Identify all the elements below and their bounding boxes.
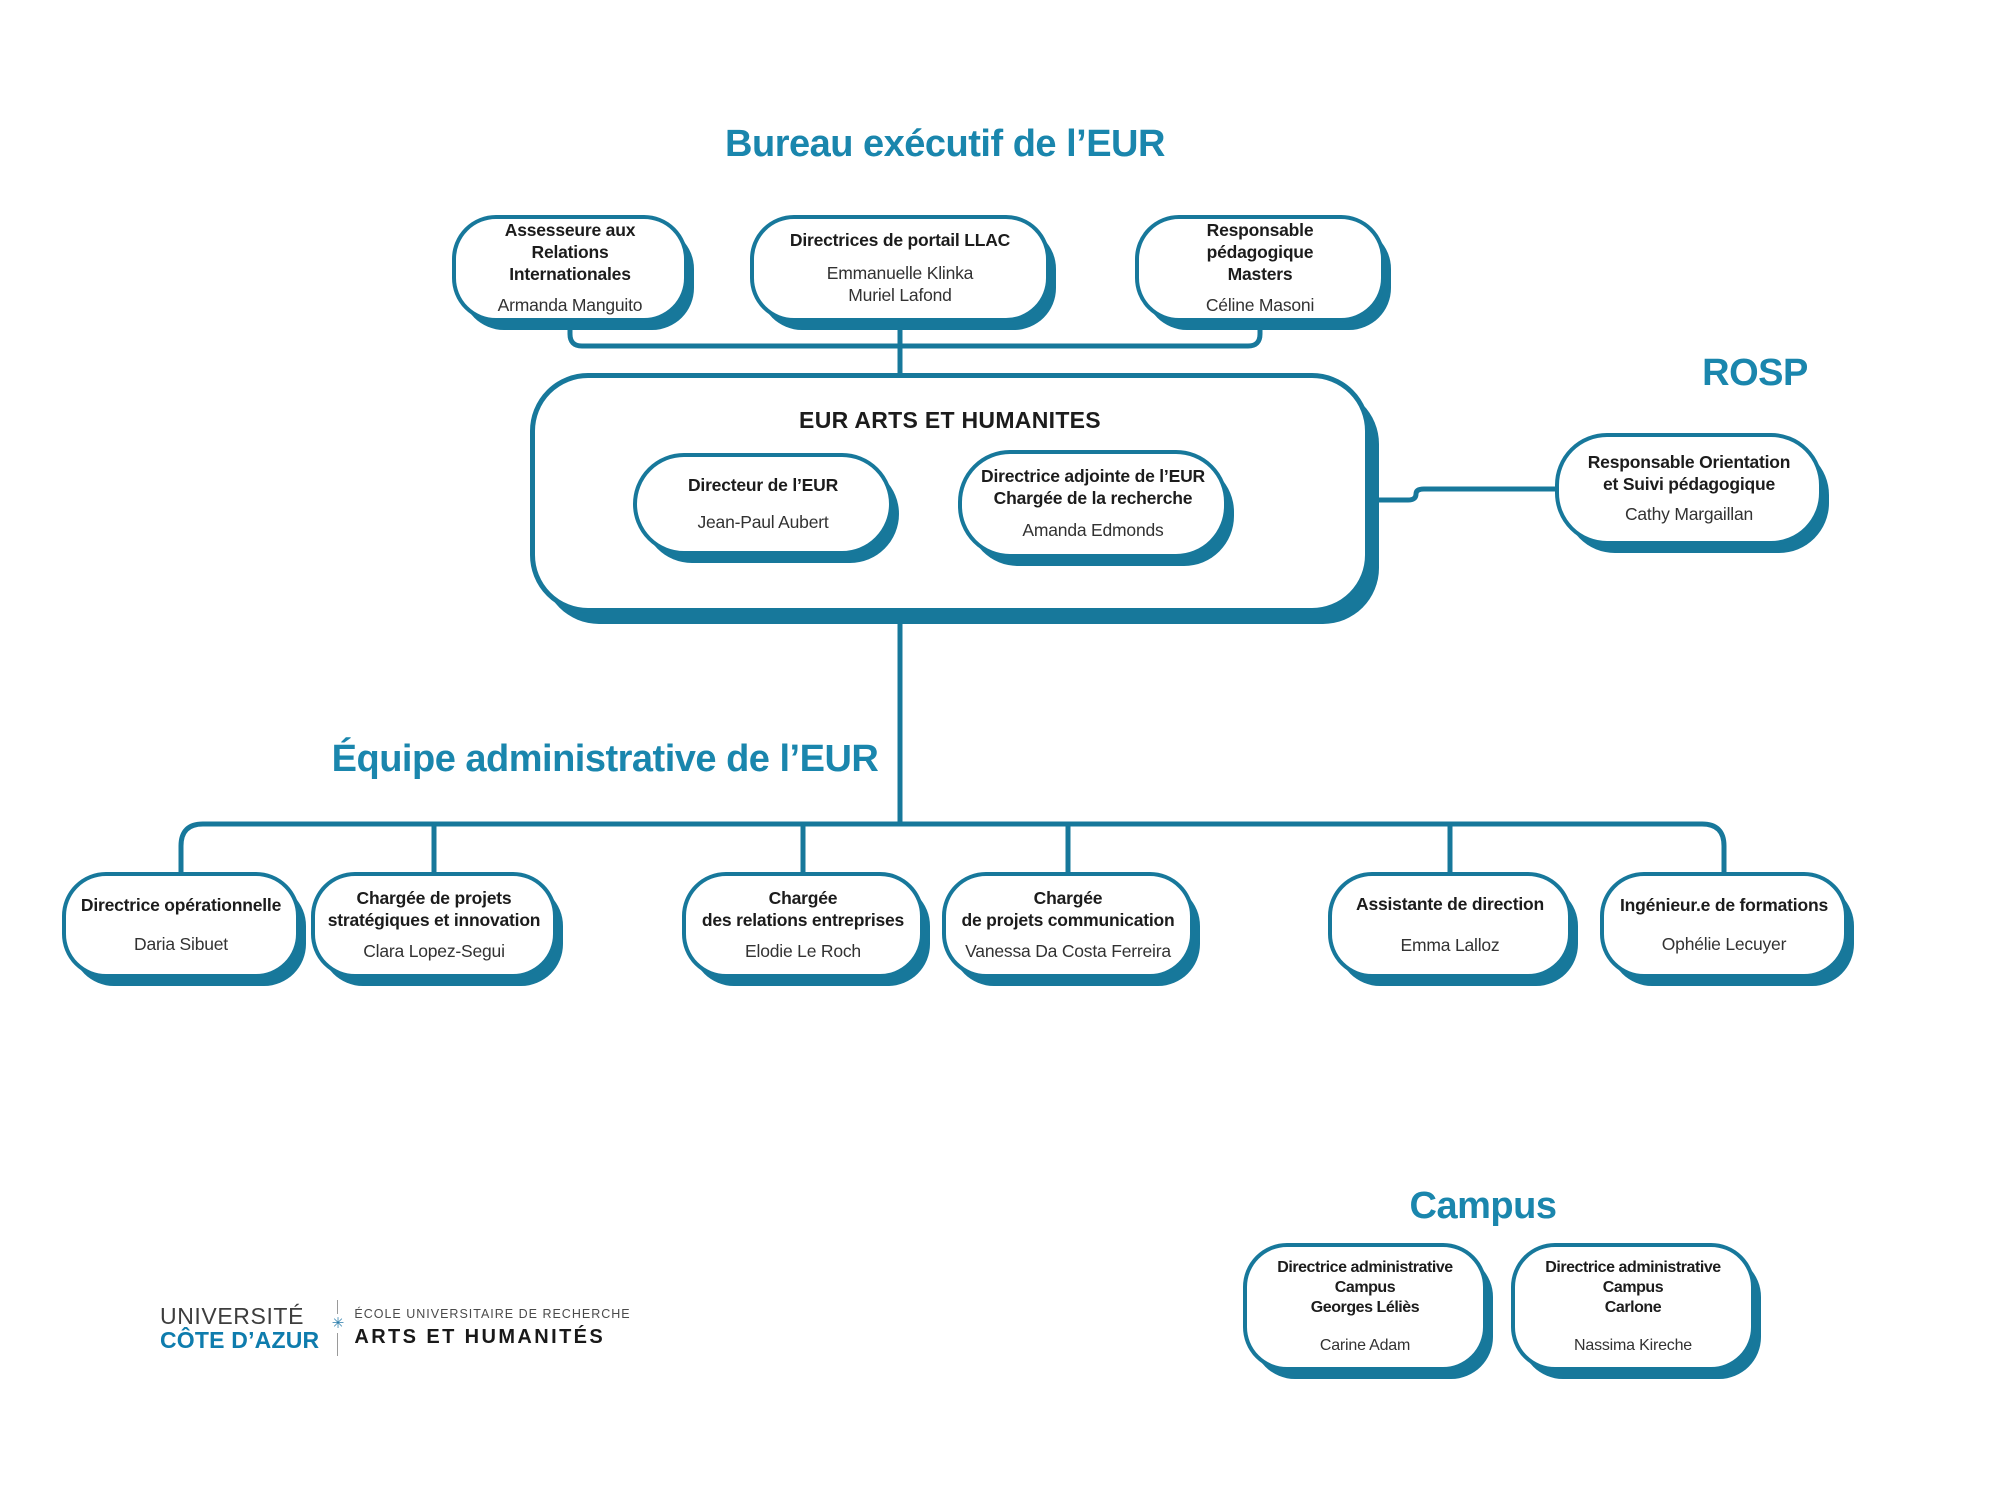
org-box-assistante-direction: Assistante de direction Emma Lalloz [1328, 872, 1572, 978]
logo-separator: ✳ [331, 1300, 345, 1356]
node-name: Ophélie Lecuyer [1661, 933, 1787, 954]
node-name: Nassima Kireche [1574, 1336, 1692, 1354]
node-title: Directrice adjointe de l’EUR Chargée de … [981, 466, 1205, 509]
node-title: Directeur de l’EUR [687, 474, 839, 495]
org-box-responsable-pedagogique-masters: Responsable pédagogique Masters Céline M… [1135, 215, 1385, 322]
node-title: Assistante de direction [1356, 893, 1544, 914]
section-title-bureau: Bureau exécutif de l’EUR [725, 123, 1165, 165]
connector-equipe-bus [178, 821, 1727, 874]
node-title: Ingénieur.e de formations [1620, 894, 1828, 915]
section-title-equipe: Équipe administrative de l’EUR [331, 738, 879, 780]
node-name: Emma Lalloz [1400, 934, 1500, 955]
node-title: Responsable pédagogique Masters [1206, 220, 1314, 285]
node-name: Amanda Edmonds [1022, 520, 1164, 540]
node-title: Directrice opérationnelle [80, 894, 282, 915]
org-box-chargee-projets-communication: Chargée de projets communication Vanessa… [942, 872, 1194, 978]
node-name: Jean-Paul Aubert [697, 511, 829, 532]
section-title-campus: Campus [1409, 1185, 1557, 1227]
org-box-chargee-projets-strategiques: Chargée de projets stratégiques et innov… [311, 872, 557, 978]
org-box-directrice-campus-georges-lelies: Directrice administrative Campus Georges… [1243, 1243, 1487, 1371]
university-logo: UNIVERSITÉ CÔTE D’AZUR ✳ ÉCOLE UNIVERSIT… [160, 1300, 631, 1356]
node-title: Responsable Orientation et Suivi pédagog… [1587, 452, 1791, 495]
eur-box-title: EUR ARTS ET HUMANITES [799, 407, 1101, 433]
org-box-directrices-portail-llac: Directrices de portail LLAC Emmanuelle K… [750, 215, 1050, 322]
node-title: Directrice administrative Campus Georges… [1277, 1258, 1453, 1316]
node-title: Directrices de portail LLAC [789, 229, 1011, 250]
connector-eur-to-rosp [1370, 486, 1558, 503]
logo-school-subtitle: ÉCOLE UNIVERSITAIRE DE RECHERCHE [354, 1307, 631, 1321]
org-box-assesseure-relations-internationales: Assesseure aux Relations Internationales… [452, 215, 688, 322]
org-box-ingenieur-formations: Ingénieur.e de formations Ophélie Lecuye… [1600, 872, 1848, 978]
node-name: Daria Sibuet [134, 933, 228, 954]
org-box-directrice-adjointe-eur: Directrice adjointe de l’EUR Chargée de … [958, 450, 1228, 558]
node-name: Vanessa Da Costa Ferreira [965, 940, 1171, 961]
logo-cote-dazur-text: CÔTE D’AZUR [160, 1327, 320, 1353]
logo-school-name: ÉCOLE UNIVERSITAIRE DE RECHERCHE ARTS ET… [354, 1307, 630, 1349]
starburst-icon: ✳ [331, 1314, 345, 1333]
node-name: Céline Masoni [1205, 294, 1315, 315]
section-title-rosp: ROSP [1702, 352, 1808, 394]
connector-bureau-bus [567, 320, 1263, 349]
org-box-directrice-operationnelle: Directrice opérationnelle Daria Sibuet [62, 872, 300, 978]
node-name: Cathy Margaillan [1624, 504, 1754, 524]
node-title: Chargée des relations entreprises [701, 887, 905, 930]
logo-school-title: ARTS ET HUMANITÉS [354, 1326, 606, 1348]
node-name: Elodie Le Roch [745, 940, 861, 961]
logo-universite-text: UNIVERSITÉ [160, 1302, 305, 1329]
org-box-directrice-campus-carlone: Directrice administrative Campus Carlone… [1511, 1243, 1755, 1371]
node-name: Emmanuelle Klinka Muriel Lafond [826, 262, 974, 306]
node-title: Chargée de projets communication [961, 887, 1175, 930]
node-name: Armanda Manguito [497, 294, 643, 315]
node-name: Clara Lopez-Segui [363, 940, 505, 961]
node-title: Assesseure aux Relations Internationales [504, 220, 636, 285]
org-box-responsable-orientation-suivi: Responsable Orientation et Suivi pédagog… [1555, 433, 1823, 545]
node-name: Carine Adam [1319, 1336, 1411, 1354]
org-box-eur-arts-et-humanites [530, 373, 1370, 613]
org-box-chargee-relations-entreprises: Chargée des relations entreprises Elodie… [682, 872, 924, 978]
node-title: Directrice administrative Campus Carlone [1545, 1258, 1721, 1316]
org-box-directeur-eur: Directeur de l’EUR Jean-Paul Aubert [633, 453, 893, 555]
node-title: Chargée de projets stratégiques et innov… [327, 887, 541, 930]
logo-university-name: UNIVERSITÉ CÔTE D’AZUR [160, 1304, 319, 1352]
